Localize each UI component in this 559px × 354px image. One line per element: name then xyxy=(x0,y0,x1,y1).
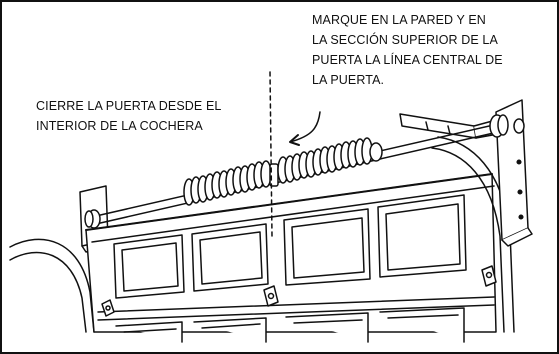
door-panels-upper xyxy=(113,194,467,299)
center-line-callout-line-4: LA PUERTA. xyxy=(312,73,385,87)
center-line-callout-line-3: PUERTA LA LÍNEA CENTRAL DE xyxy=(312,53,503,67)
door-center-line xyxy=(269,71,273,237)
door-hinges xyxy=(101,265,497,317)
torsion-spring xyxy=(183,137,383,206)
cable-drums xyxy=(84,114,525,229)
close-door-callout-line-2: INTERIOR DE LA COCHERA xyxy=(36,119,203,133)
left-door-track xyxy=(9,238,95,333)
close-door-callout-line-1: CIERRE LA PUERTA DESDE EL xyxy=(36,99,222,113)
door-panels-lower xyxy=(115,307,465,343)
close-door-callout: CIERRE LA PUERTA DESDE EL INTERIOR DE LA… xyxy=(36,96,221,136)
center-line-arrow xyxy=(289,111,321,146)
center-line-callout: MARQUE EN LA PARED Y EN LA SECCIÓN SUPER… xyxy=(312,10,503,90)
center-line-callout-line-2: LA SECCIÓN SUPERIOR DE LA xyxy=(312,33,498,47)
center-line-callout-line-1: MARQUE EN LA PARED Y EN xyxy=(312,13,486,27)
